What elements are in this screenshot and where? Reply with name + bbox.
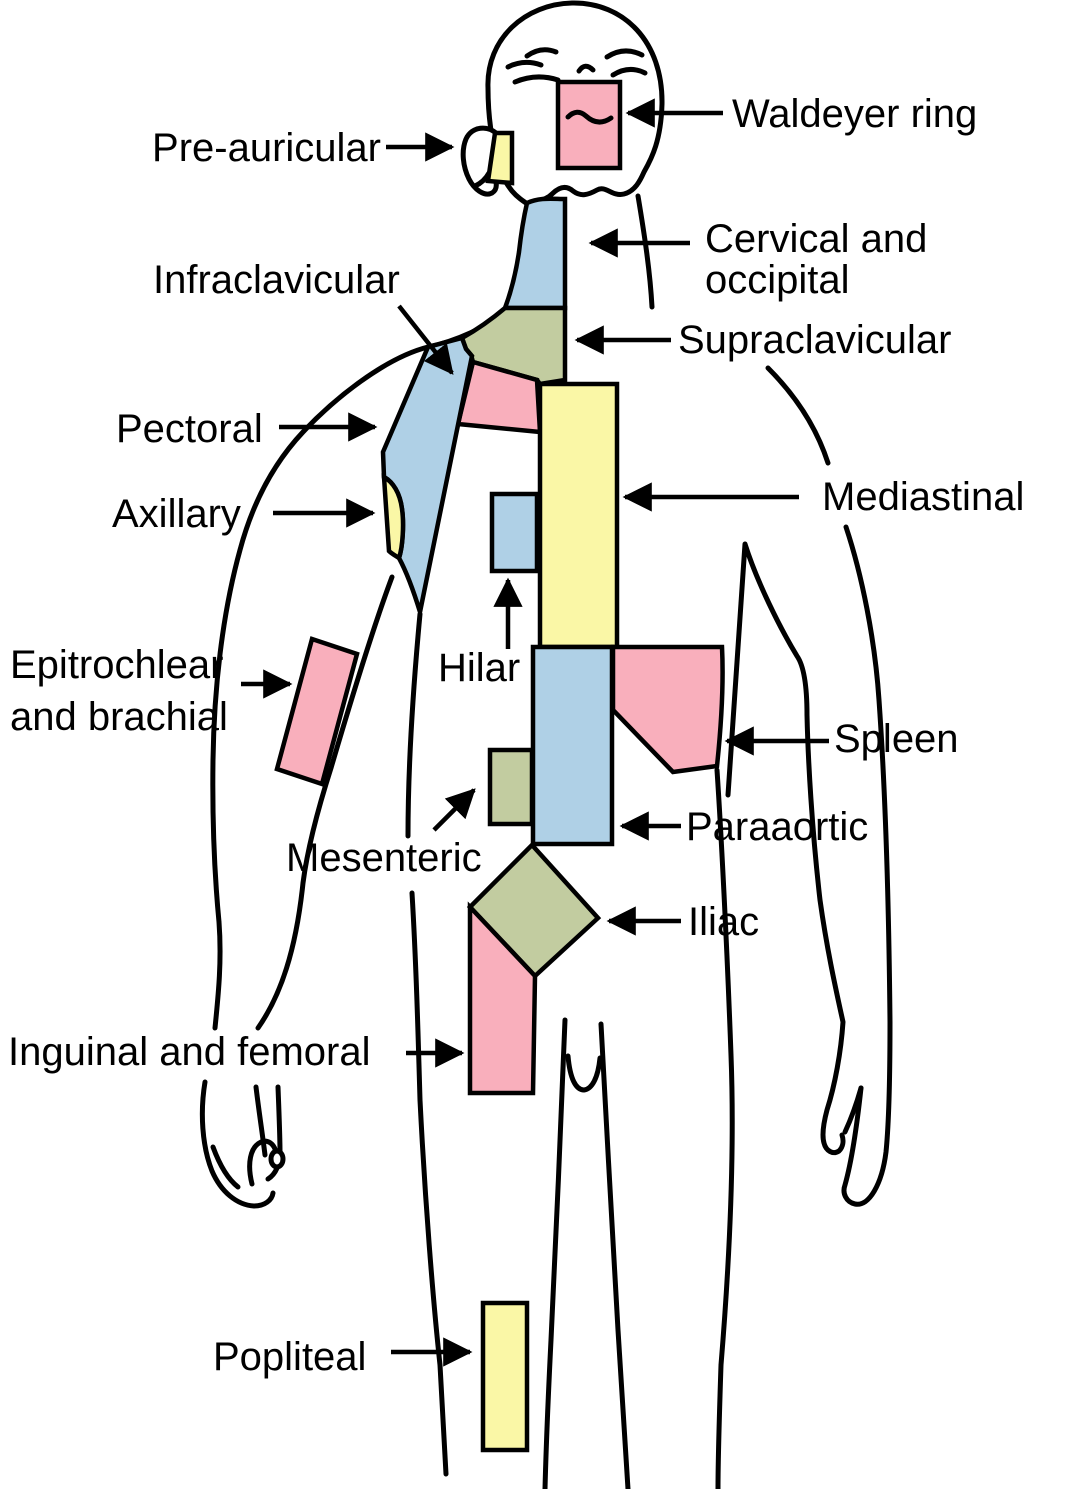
right-hand-notch [842, 1085, 864, 1135]
left-arm-inner [255, 574, 395, 1031]
region-spleen [610, 644, 725, 775]
left-hand-outer [199, 1079, 276, 1209]
region-pectoral [380, 335, 475, 613]
label-spleen: Spleen [834, 717, 959, 761]
left-torso-upper [405, 611, 423, 839]
face-features [505, 47, 648, 125]
region-mediastinal [537, 381, 620, 650]
label-epitrochlear-line1: Epitrochlear [10, 643, 223, 687]
region-pre-auricular [485, 130, 515, 186]
left-hand-finger [210, 1144, 241, 1190]
label-pre-auricular: Pre-auricular [152, 126, 381, 170]
right-eye [610, 67, 648, 78]
right-armpit-inner-arm [725, 541, 846, 1156]
crotch-line [565, 1053, 603, 1093]
node-regions [274, 79, 725, 1453]
mouth [565, 109, 614, 125]
label-mesenteric: Mesenteric [286, 836, 482, 880]
region-mesenteric [487, 747, 535, 827]
right-arm-outer-upper [765, 365, 831, 466]
region-hilar [489, 491, 540, 574]
label-cervical-line1: Cervical and [705, 217, 927, 261]
left-eyebrow [524, 47, 559, 59]
label-supraclavicular: Supraclavicular [678, 318, 951, 362]
arrow-infraclavicular [397, 304, 454, 375]
label-pectoral: Pectoral [116, 407, 263, 451]
left-hand-nail [268, 1148, 286, 1170]
region-axillary [381, 473, 406, 562]
leader-arrows [241, 98, 829, 1367]
label-axillary: Axillary [112, 492, 241, 536]
label-paraaortic: Paraaortic [686, 805, 868, 849]
right-eyebrow [604, 48, 645, 60]
label-cervical-line2: occipital [705, 258, 850, 302]
right-arm-outer-lower [841, 524, 893, 1207]
left-eyebrow-lower [505, 59, 544, 70]
nose [576, 63, 596, 74]
left-eye [512, 74, 561, 85]
region-inguinal-femoral [467, 901, 538, 1096]
region-cervical-occipital [501, 196, 568, 311]
region-popliteal [480, 1300, 530, 1453]
region-waldeyer-ring [555, 79, 623, 171]
arrow-mesenteric [432, 788, 476, 832]
right-hip-leg-outer [714, 767, 735, 1489]
region-epitrochlear-brachial [274, 636, 360, 787]
left-hand-finger-curl [247, 1138, 279, 1187]
label-inguinal-femoral: Inguinal and femoral [8, 1030, 370, 1074]
right-leg-inner [598, 1021, 631, 1489]
label-mediastinal: Mediastinal [822, 475, 1024, 519]
label-waldeyer-ring: Waldeyer ring [732, 92, 977, 136]
region-paraaortic [530, 644, 615, 847]
left-arm-outer [210, 308, 508, 1031]
label-hilar: Hilar [438, 646, 520, 690]
label-infraclavicular: Infraclavicular [153, 258, 400, 302]
labels: Waldeyer ring Pre-auricular Cervical and… [8, 92, 1024, 1379]
left-torso-leg-outer [409, 890, 449, 1477]
label-epitrochlear-line2: and brachial [10, 695, 228, 739]
label-iliac: Iliac [688, 900, 759, 944]
right-neck-line [635, 193, 655, 310]
left-hand-finger [253, 1084, 268, 1158]
label-popliteal: Popliteal [213, 1335, 366, 1379]
left-leg-inner [542, 1017, 568, 1489]
